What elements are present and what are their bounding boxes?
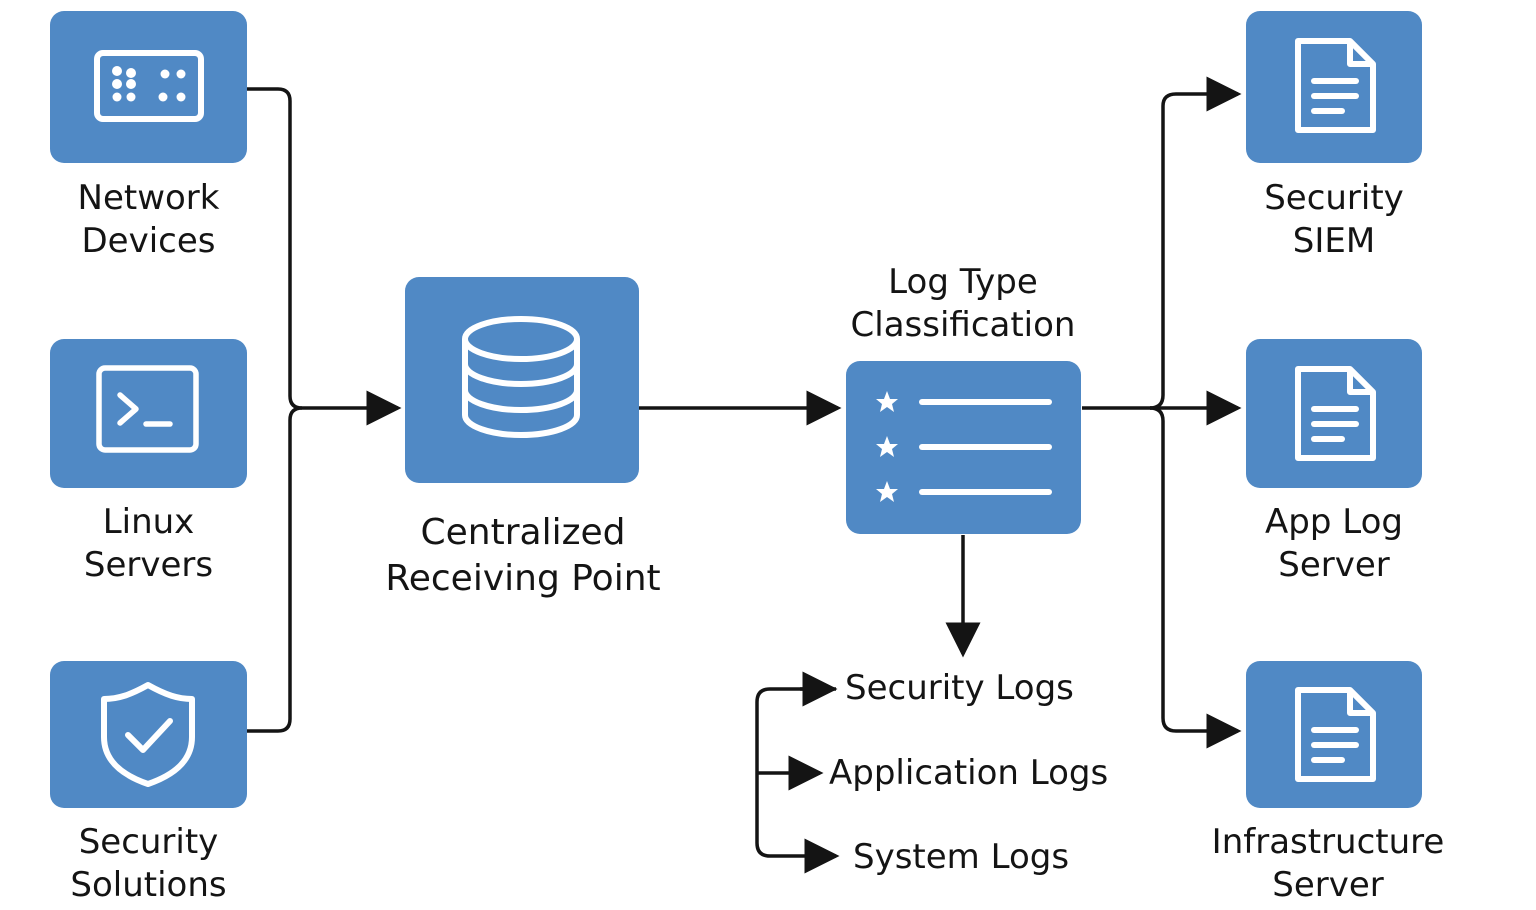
- star-icon: [876, 436, 898, 457]
- classification-label: Log Type Classification: [850, 262, 1076, 345]
- star-icon: [876, 391, 898, 412]
- security-siem-box: [1246, 11, 1422, 163]
- receiving-point-box: [405, 277, 639, 483]
- network-device-icon: [94, 50, 204, 122]
- log-type-application: Application Logs: [829, 753, 1109, 793]
- app-log-server-box: [1246, 339, 1422, 488]
- list-icon: [876, 391, 1052, 502]
- shield-check-icon: [101, 682, 195, 787]
- document-icon: [1295, 366, 1376, 461]
- infrastructure-server-box: [1246, 661, 1422, 808]
- classification-box: [846, 361, 1081, 534]
- linux-servers-label: Linux Servers: [83, 502, 214, 585]
- connector-classifier-to-siem: [1149, 76, 1242, 410]
- star-icon: [876, 481, 898, 502]
- app-log-server-label: App Log Server: [1265, 502, 1403, 585]
- log-type-security: Security Logs: [845, 668, 1074, 708]
- security-solutions-label: Security Solutions: [70, 822, 227, 905]
- security-siem-label: Security SIEM: [1264, 178, 1404, 261]
- network-devices-label: Network Devices: [77, 178, 220, 261]
- infrastructure-server-label: Infrastructure Server: [1211, 822, 1445, 905]
- database-icon: [462, 316, 580, 439]
- network-devices-box: [50, 11, 247, 163]
- terminal-icon: [96, 365, 199, 453]
- security-solutions-box: [50, 661, 247, 808]
- linux-servers-box: [50, 339, 247, 488]
- log-type-system: System Logs: [853, 837, 1070, 877]
- document-icon: [1295, 687, 1376, 782]
- connector-security-to-receiver: [247, 406, 303, 733]
- receiving-point-label: Centralized Receiving Point: [385, 512, 661, 599]
- connector-classifier-to-infra: [1149, 406, 1242, 749]
- document-icon: [1295, 38, 1376, 133]
